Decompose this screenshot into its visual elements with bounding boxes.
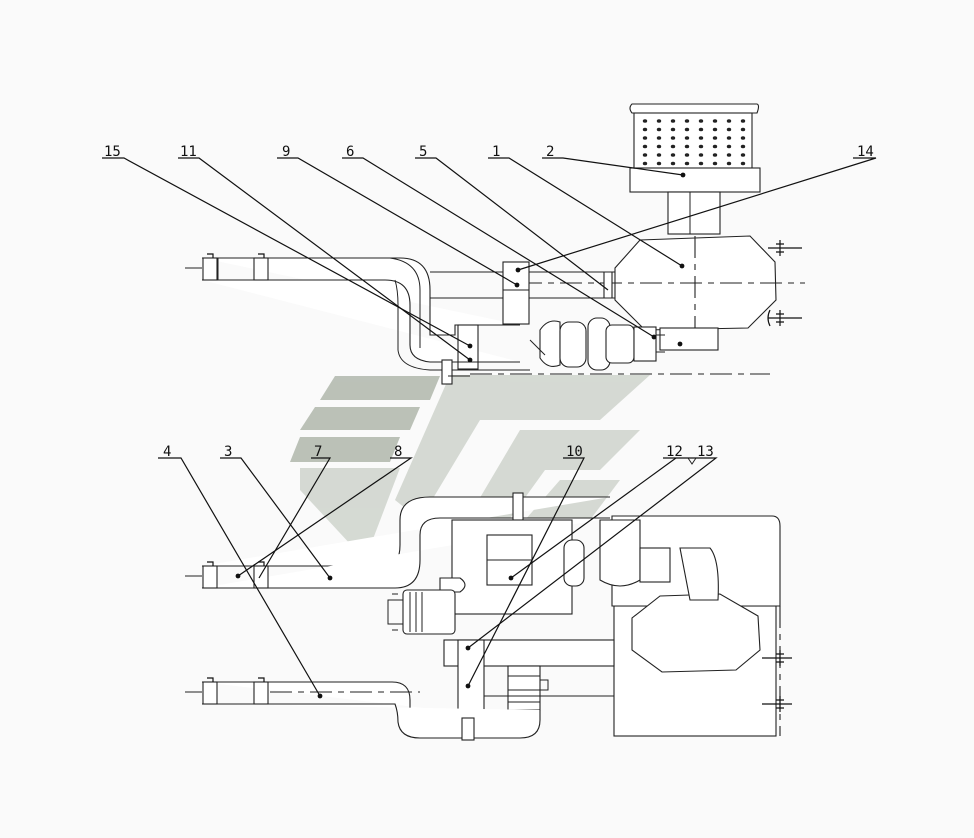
perforation-hole (684, 153, 690, 157)
perforation-hole (712, 136, 718, 140)
perforation-hole (670, 161, 676, 166)
label-1: 1 (492, 144, 500, 160)
perforation-hole (740, 153, 746, 157)
perforation-hole (712, 144, 718, 149)
perforation-hole (642, 119, 648, 123)
perforation-hole (642, 127, 648, 132)
label-13: 13 (697, 444, 714, 460)
label-12: 12 (666, 444, 683, 460)
label-15: 15 (104, 144, 121, 160)
perforation-hole (684, 136, 690, 140)
perforation-hole (698, 144, 704, 149)
label-9: 9 (282, 144, 290, 160)
perforation-hole (642, 136, 648, 140)
label-2: 2 (546, 144, 554, 160)
perforation-hole (656, 119, 662, 123)
perforation-hole (712, 153, 718, 157)
part-labels: 15 11 9 6 5 1 2 14 4 3 7 8 10 12 13 (104, 144, 874, 460)
perforation-hole (740, 119, 746, 123)
label-14: 14 (857, 144, 874, 160)
perforation-hole (670, 119, 676, 123)
perforation-hole (726, 161, 732, 166)
callout-lines (102, 157, 877, 697)
perforation-hole (684, 144, 690, 149)
perforation-hole (656, 153, 662, 157)
perforation-hole (726, 144, 732, 149)
perforation-hole (698, 127, 704, 132)
perforation-hole (698, 153, 704, 157)
perforation-hole (642, 144, 648, 149)
label-4: 4 (163, 444, 171, 460)
perforation-hole (712, 127, 718, 132)
label-11: 11 (180, 144, 197, 160)
perforation-hole (698, 136, 704, 140)
perforation-hole (670, 127, 676, 132)
perforation-hole (642, 161, 648, 166)
label-3: 3 (224, 444, 232, 460)
perforation-hole (726, 153, 732, 157)
label-6: 6 (346, 144, 354, 160)
perforation-hole (642, 153, 648, 157)
lower-assembly (185, 492, 792, 741)
perforation-hole (684, 119, 690, 123)
upper-assembly (185, 103, 805, 385)
perforation-hole (698, 119, 704, 123)
perforation-hole (656, 144, 662, 149)
perforation-hole (740, 144, 746, 149)
perforation-hole (684, 127, 690, 132)
perforation-hole (656, 136, 662, 140)
label-7: 7 (314, 444, 322, 460)
perforation-hole (726, 127, 732, 132)
perforation-hole (656, 127, 662, 132)
perforation-hole (670, 144, 676, 149)
perforation-hole (712, 119, 718, 123)
perforation-hole (740, 161, 746, 166)
perforation-hole (684, 161, 690, 166)
perforation-hole (656, 161, 662, 166)
perforation-hole (726, 119, 732, 123)
perforation-hole (698, 161, 704, 166)
perforation-hole (740, 136, 746, 140)
label-8: 8 (394, 444, 402, 460)
label-10: 10 (566, 444, 583, 460)
callout-dots (235, 172, 686, 699)
perforation-hole (740, 127, 746, 132)
label-5: 5 (419, 144, 427, 160)
perforation-hole (670, 136, 676, 140)
perforation-hole (670, 153, 676, 157)
perforation-hole (712, 161, 718, 166)
perforation-hole (726, 136, 732, 140)
watermark-logo (290, 375, 650, 580)
